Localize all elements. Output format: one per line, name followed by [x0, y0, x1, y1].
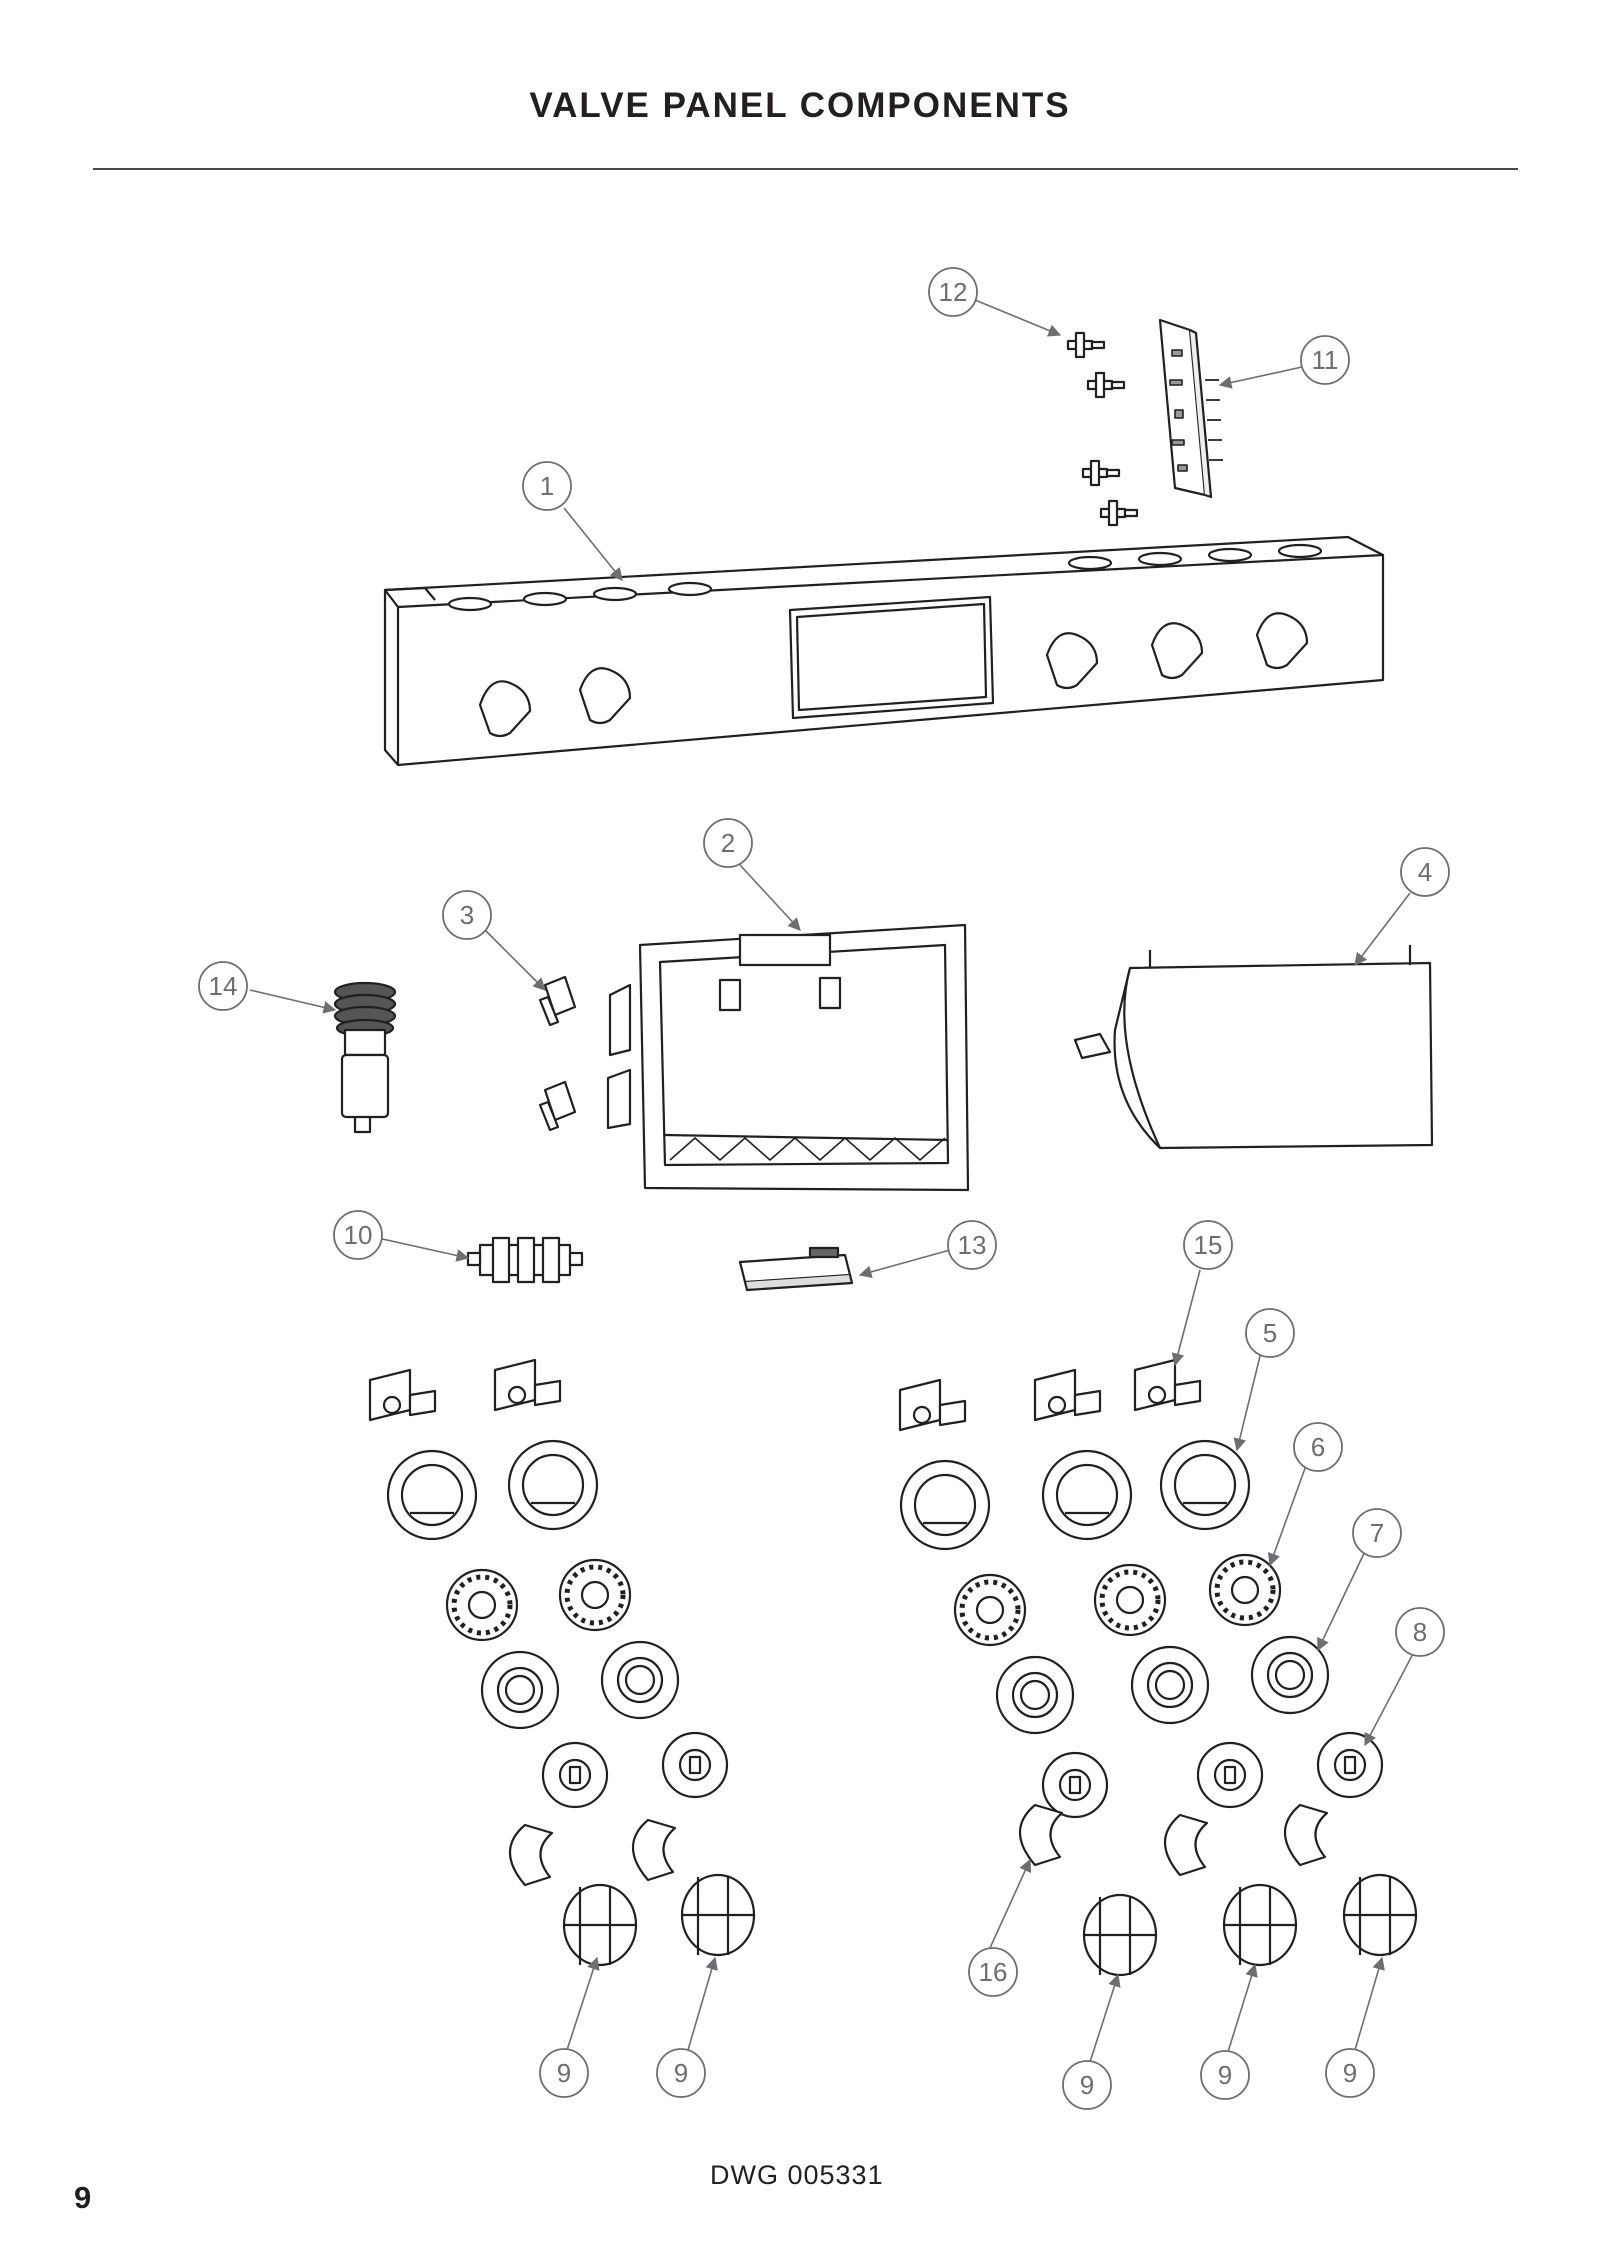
callout-6: 6: [1293, 1422, 1343, 1472]
callout-7: 7: [1352, 1508, 1402, 1558]
title-rule: [93, 168, 1518, 170]
callout-label: 10: [344, 1220, 373, 1250]
callout-9: 9: [1325, 2048, 1375, 2098]
sensor-module: [738, 1246, 854, 1292]
control-knobs: [562, 1873, 1418, 1977]
knob-sleeves: [480, 1635, 1330, 1735]
callout-11: 11: [1300, 335, 1350, 385]
callout-2: 2: [703, 818, 753, 868]
callout-label: 6: [1311, 1432, 1325, 1462]
callout-label: 16: [979, 1957, 1008, 1987]
callout-label: 1: [540, 471, 554, 501]
callout-label: 7: [1370, 1518, 1384, 1548]
callout-3: 3: [442, 890, 492, 940]
callout-14: 14: [198, 961, 248, 1011]
knob-clips: [509, 1803, 1329, 1887]
panel-bracket-frame: [606, 923, 970, 1192]
page-title: VALVE PANEL COMPONENTS: [529, 86, 1071, 125]
callout-label: 9: [674, 2058, 688, 2088]
callout-label: 12: [939, 277, 968, 307]
knob-rings: [541, 1731, 1384, 1819]
callout-12: 12: [928, 267, 978, 317]
callout-bubbles: 1 2 3 4 5 6 7 8 9 9 9 9 9 10 11 12 13 14…: [198, 267, 1450, 2110]
callout-9: 9: [1062, 2060, 1112, 2110]
callout-label: 9: [1218, 2060, 1232, 2090]
callout-label: 5: [1263, 1318, 1277, 1348]
drawing-number: DWG 005331: [710, 2160, 884, 2190]
knob-bezels: [386, 1439, 1251, 1551]
callout-label: 2: [721, 828, 735, 858]
page-number: 9: [74, 2180, 92, 2215]
callout-5: 5: [1245, 1308, 1295, 1358]
callout-label: 9: [557, 2058, 571, 2088]
callout-label: 13: [958, 1230, 987, 1260]
board-standoffs: [1066, 331, 1139, 527]
callout-label: 15: [1194, 1230, 1223, 1260]
switches: [538, 975, 577, 1132]
callout-8: 8: [1395, 1607, 1445, 1657]
callout-10: 10: [333, 1210, 383, 1260]
callout-4: 4: [1400, 847, 1450, 897]
callout-9: 9: [539, 2048, 589, 2098]
display-housing: [1073, 945, 1434, 1150]
leader-lines: [249, 299, 1416, 2063]
callout-label: 11: [1312, 345, 1339, 375]
callout-1: 1: [522, 461, 572, 511]
callout-13: 13: [947, 1220, 997, 1270]
callout-16: 16: [968, 1947, 1018, 1997]
terminal-block: [466, 1236, 584, 1284]
callout-label: 3: [460, 900, 474, 930]
control-board: [1158, 318, 1223, 499]
valve-panel: [383, 535, 1385, 767]
spring-assembly: [333, 981, 397, 1134]
callout-label: 9: [1080, 2070, 1094, 2100]
printed-disks: [445, 1553, 1282, 1647]
callout-label: 8: [1413, 1617, 1427, 1647]
valve-brackets: [368, 1358, 1202, 1432]
callout-9: 9: [656, 2048, 706, 2098]
callout-label: 9: [1343, 2058, 1357, 2088]
callout-label: 4: [1418, 857, 1432, 887]
callout-15: 15: [1183, 1220, 1233, 1270]
callout-label: 14: [209, 971, 238, 1001]
callout-9: 9: [1200, 2050, 1250, 2100]
